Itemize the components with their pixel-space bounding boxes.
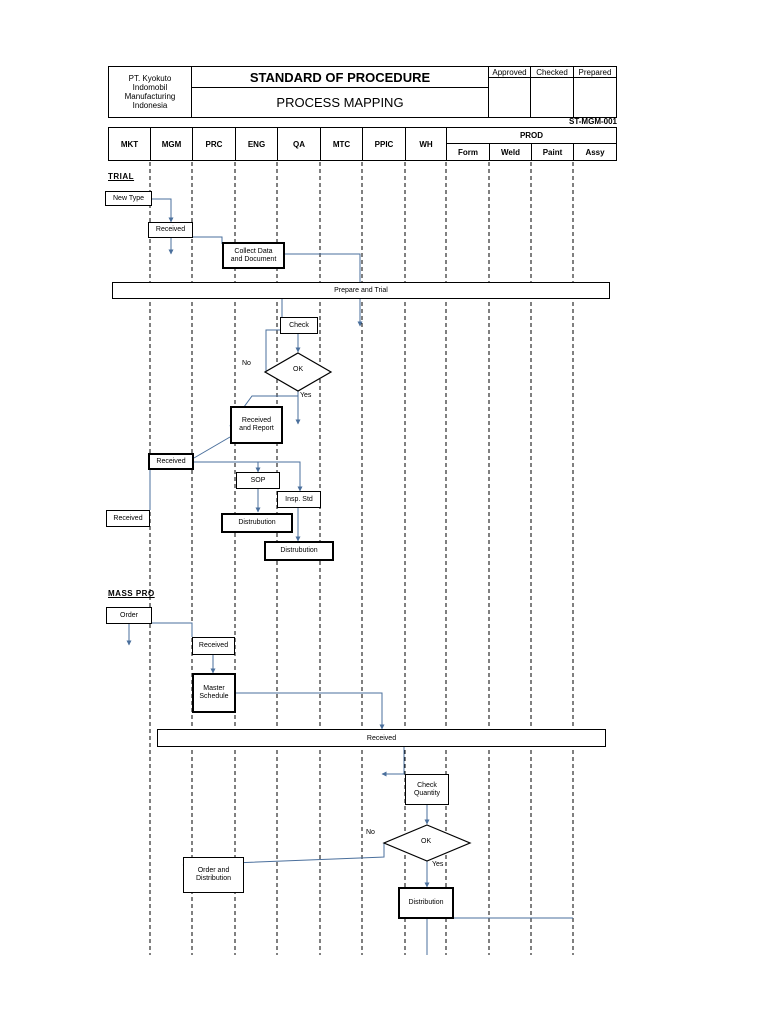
section-trial-text: TRIAL (108, 172, 135, 181)
label-yes-2: Yes (432, 861, 444, 868)
label-ok-2: OK (421, 838, 432, 845)
arrow-newtype-received (152, 198, 174, 223)
arrow-received-left (381, 746, 405, 777)
label-no-1: No (242, 360, 251, 367)
dept-prod-label: PROD (519, 131, 544, 140)
arrow-ok2-no (182, 843, 385, 868)
dept-mgm-label: MGM (161, 139, 182, 149)
box-distribution-2: Distrubution (264, 541, 334, 561)
box-received-4: Received (192, 637, 235, 655)
arrow-ok-no (265, 329, 282, 372)
label-ok-1: OK (293, 366, 304, 373)
arrow-received-collect (192, 236, 223, 244)
document-number-text: ST-MGM-001 (568, 117, 617, 126)
dept-qa-label: QA (293, 139, 305, 149)
dept-mtc-label: MTC (332, 139, 351, 149)
arrow-master-ppic (236, 692, 385, 730)
box-check-quantity: Check Quantity (405, 774, 449, 805)
box-received-wide-text: Received (366, 734, 397, 742)
box-collect-data: Collect Data and Document (222, 242, 285, 269)
box-received-2: Received (148, 453, 194, 470)
section-trial: TRIAL (108, 172, 134, 181)
arrow-report-received (193, 436, 231, 459)
signoff-divider (488, 77, 617, 78)
box-received-wide: Received (157, 729, 606, 747)
dept-eng-label: ENG (247, 139, 266, 149)
box-order: Order (106, 607, 152, 624)
box-received-1: Received (148, 222, 193, 238)
decision-ok-2 (382, 824, 472, 862)
dept-wh-label: WH (419, 139, 433, 149)
box-sop: SOP (236, 472, 280, 489)
prod-form-label: Form (458, 147, 478, 157)
section-mass-pro-text: MASS PRO (108, 589, 155, 598)
section-mass-pro: MASS PRO (108, 589, 155, 598)
signoff-approved-label: Approved (492, 68, 527, 77)
label-yes-1: Yes (300, 392, 312, 399)
box-received-3: Received (106, 510, 150, 527)
document-subtitle-text: PROCESS MAPPING (276, 95, 404, 110)
dept-ppic-label: PPIC (374, 139, 394, 149)
label-no-2: No (366, 829, 375, 836)
swimlane-dividers (149, 162, 574, 955)
dept-mkt-label: MKT (120, 139, 139, 149)
document-title-text: STANDARD OF PROCEDURE (249, 69, 431, 85)
box-new-type: New Type (105, 191, 152, 206)
arrow-order-received (152, 622, 193, 637)
signoff-checked-label: Checked (536, 68, 568, 77)
box-prepare-trial: Prepare and Trial (112, 282, 610, 299)
connectors (114, 198, 573, 955)
decision-ok-1 (263, 352, 333, 392)
box-distribution-1: Distrubution (221, 513, 293, 533)
box-order-distribution: Order and Distribution (183, 857, 244, 893)
prod-paint-label: Paint (542, 147, 563, 157)
company-name-text: PT. Kyokuto Indomobil Manufacturing Indo… (124, 74, 176, 110)
prod-assy-label: Assy (585, 147, 605, 157)
document-number: ST-MGM-001 (540, 117, 617, 126)
box-check: Check (280, 317, 318, 334)
prod-assy: Assy (573, 143, 617, 161)
box-master-schedule: Master Schedule (192, 673, 236, 713)
arrow-collect-ppic (284, 253, 363, 327)
box-prepare-trial-text: Prepare and Trial (334, 287, 388, 294)
arrow-received-insp (194, 461, 303, 492)
dept-prc-label: PRC (205, 139, 223, 149)
prod-weld-label: Weld (501, 147, 520, 157)
signoff-prepared-label: Prepared (578, 68, 612, 77)
box-received-report: Received and Report (230, 406, 283, 444)
box-distribution-3: Distribution (398, 887, 454, 919)
box-insp-std: Insp. Std (277, 491, 321, 508)
signoff-prepared: Prepared (573, 66, 617, 118)
